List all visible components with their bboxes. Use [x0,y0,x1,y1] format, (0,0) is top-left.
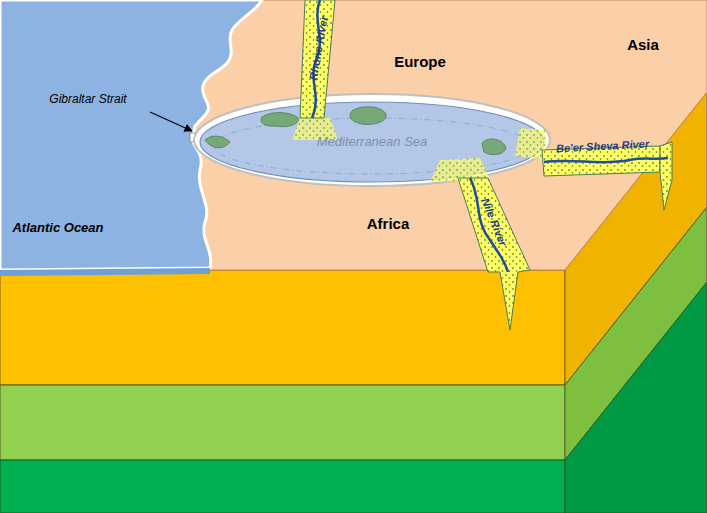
river-valley [458,178,530,330]
island [261,113,298,127]
side-layer [565,282,707,513]
land-surface [0,0,707,270]
continent-name: Africa [367,216,410,233]
island [205,136,230,148]
ocean-name: Atlantic Ocean [12,221,103,235]
mediterranean-sea [200,102,544,182]
place-name: Gibraltar Strait [49,93,126,106]
island [350,107,386,125]
river-valley [660,142,672,210]
front-layer [0,385,565,460]
front-layer [0,460,565,513]
sea-rim [194,94,550,186]
river-channel [544,158,668,162]
ocean-edge [0,268,210,276]
continent-name: Asia [627,37,659,54]
river-valley [300,0,335,118]
leader-arrow [150,112,192,131]
island [482,139,506,155]
front-layer [0,270,565,385]
sea-name: Mediterranean Sea [317,135,428,149]
continent-name: Europe [394,54,446,71]
